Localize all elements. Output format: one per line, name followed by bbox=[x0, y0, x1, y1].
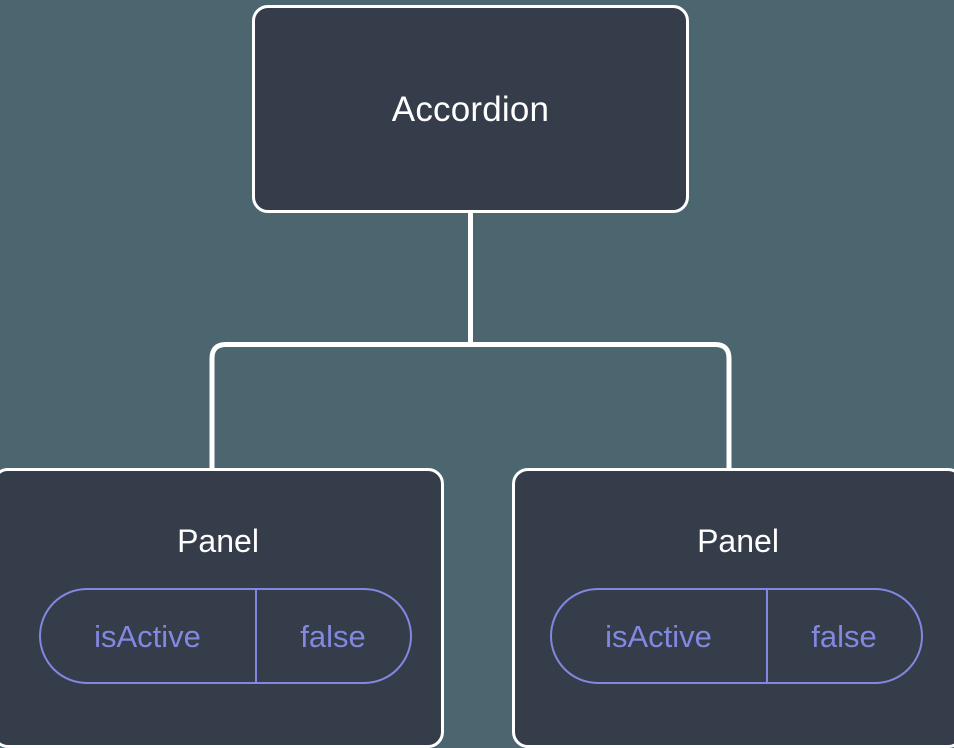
connector-branch-left bbox=[209, 342, 471, 470]
prop-pill-is-active-1[interactable]: isActive false bbox=[38, 588, 412, 684]
prop-value-is-active-2: false bbox=[811, 618, 877, 654]
prop-key-is-active-1: isActive bbox=[41, 590, 257, 682]
node-accordion[interactable]: Accordion bbox=[252, 5, 689, 213]
prop-key-is-active-2: isActive bbox=[552, 590, 768, 682]
prop-pill-is-active-2[interactable]: isActive false bbox=[549, 588, 923, 684]
node-panel-2[interactable]: Panel isActive false bbox=[512, 468, 954, 748]
node-panel-2-label: Panel bbox=[697, 523, 779, 559]
node-accordion-label: Accordion bbox=[391, 89, 550, 129]
node-panel-1[interactable]: Panel isActive false bbox=[0, 468, 444, 748]
connector-branch-right bbox=[470, 342, 732, 470]
prop-value-is-active-1: false bbox=[300, 618, 366, 654]
node-panel-1-label: Panel bbox=[177, 523, 259, 559]
